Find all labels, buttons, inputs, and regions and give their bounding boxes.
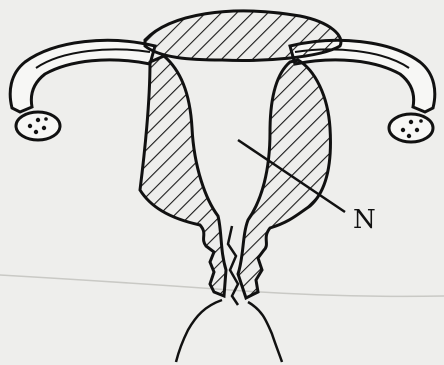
left-fallopian-tube <box>10 40 155 112</box>
right-uterine-wall <box>238 60 330 298</box>
cervical-canal <box>228 226 238 305</box>
vagina-outline <box>176 300 282 362</box>
right-ovary <box>389 114 433 142</box>
label-n: N <box>353 207 376 233</box>
left-ovary <box>16 112 60 140</box>
uterine-fundus <box>145 11 341 61</box>
left-uterine-wall <box>140 56 226 296</box>
